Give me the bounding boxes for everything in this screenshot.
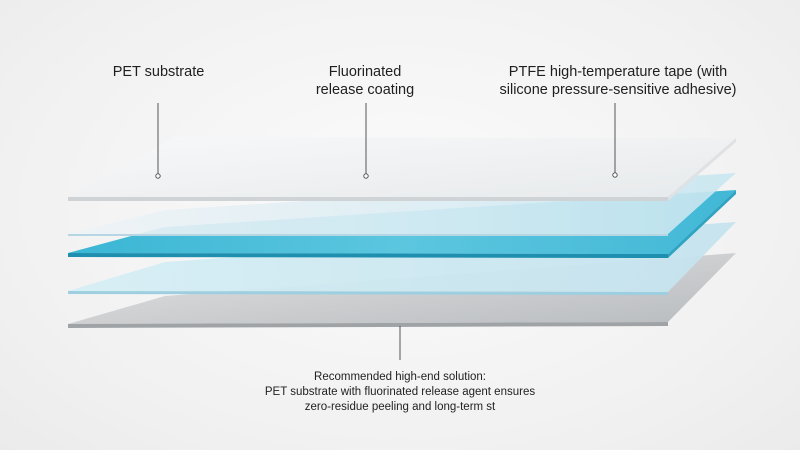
caption-title: Recommended high-end solution: [314, 371, 486, 383]
leader-lines [155, 103, 618, 360]
caption-line-1: PET substrate with fluorinated release a… [264, 386, 536, 398]
caption-line-2: zero-residue peeling and long-term st [304, 401, 496, 413]
label-fluorinated-coating: Fluorinated release coating [305, 63, 425, 99]
label-fluorinated-line-1: Fluorinated [328, 64, 402, 80]
label-pet-substrate-text: PET substrate [112, 64, 205, 80]
label-pet-substrate: PET substrate [101, 63, 216, 81]
leader-dot-fluoro [363, 173, 369, 179]
label-fluorinated-line-2: release coating [315, 82, 415, 98]
leader-dot-pet [155, 173, 161, 179]
label-ptfe-tape: PTFE high-temperature tape (with silicon… [478, 63, 758, 99]
leader-dot-ptfe [612, 172, 618, 178]
solution-caption: Recommended high-end solution: PET subst… [250, 370, 550, 415]
layer-pet-top [68, 137, 736, 201]
label-ptfe-line-2: silicone pressure-sensitive adhesive) [499, 82, 737, 98]
label-ptfe-line-1: PTFE high-temperature tape (with [508, 64, 728, 80]
